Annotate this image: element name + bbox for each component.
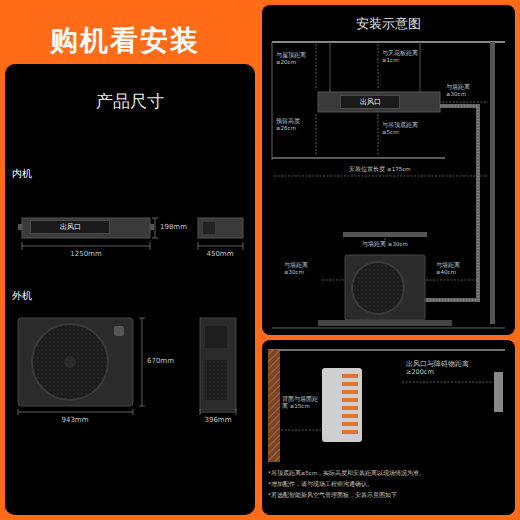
panel xyxy=(262,340,515,515)
vent-strip xyxy=(342,430,358,434)
clearance-label: 与屋顶距离 ≥20cm xyxy=(276,52,314,66)
panel xyxy=(5,64,255,515)
clearance-label: 与墙距离 ≥40cm xyxy=(436,262,476,276)
dimension-label: 396mm xyxy=(203,416,234,425)
panel-heading: 产品尺寸 xyxy=(5,90,255,113)
indoor-unit-drawing xyxy=(18,218,243,250)
vent-strip xyxy=(342,398,358,402)
dimension-label: 内机 xyxy=(12,168,32,181)
panel xyxy=(262,5,515,335)
vent-strip xyxy=(342,422,358,426)
vent-strip xyxy=(342,374,358,378)
fresh-air-scheme xyxy=(268,350,505,462)
note: *增加配件，请与现场工程师沟通确认。 xyxy=(268,481,508,488)
dimension-label: 943mm xyxy=(60,416,91,425)
dimension-label: 198mm xyxy=(160,223,187,232)
install-scheme xyxy=(272,42,505,328)
clearance-label: 与墙距离 ≥30cm xyxy=(446,84,486,98)
note: *若选配智能新风空气管理面板，安装示意图如下 xyxy=(268,492,508,499)
vent-strip xyxy=(342,382,358,386)
clearance-label: 与吊顶底距离 ≥5cm xyxy=(382,122,418,136)
dimension-label: 450mm xyxy=(205,250,236,259)
clearance-label: 背面与墙面距离 ≥15cm xyxy=(282,396,321,410)
clearance-label: 与墙距离 ≥30cm xyxy=(284,262,320,276)
dimension-label: 1250mm xyxy=(68,250,103,259)
vent-strip xyxy=(342,390,358,394)
clearance-label: 出风口与障碍物距离 ≥200cm xyxy=(406,360,486,376)
box-label: 出风口 xyxy=(60,222,81,232)
vent-strip xyxy=(342,406,358,410)
title: 购机看安装 xyxy=(50,22,200,60)
panel: 产品尺寸出风口 xyxy=(5,64,255,515)
note: *吊顶底距离≥5cm，实际高度和安装距离以现场情况为准。 xyxy=(268,470,508,477)
dimension-label: 670mm xyxy=(147,357,174,366)
box-label: 出风口 xyxy=(360,97,381,107)
clearance-label: 安装位置长度 ≥175cm xyxy=(347,166,412,173)
clearance-label: 预留高度 ≥26cm xyxy=(276,118,314,132)
clearance-label: 与天花板距离 ≥1cm xyxy=(382,50,418,64)
air-outlet-box: 出风口 xyxy=(30,220,110,234)
air-outlet-box: 出风口 xyxy=(340,95,400,109)
vent-strip xyxy=(342,414,358,418)
clearance-label: 与墙距离 ≥30cm xyxy=(360,241,410,248)
panel-heading: 安装示意图 xyxy=(262,15,515,33)
outdoor-unit-drawing xyxy=(18,318,236,415)
dimension-label: 外机 xyxy=(12,290,32,303)
